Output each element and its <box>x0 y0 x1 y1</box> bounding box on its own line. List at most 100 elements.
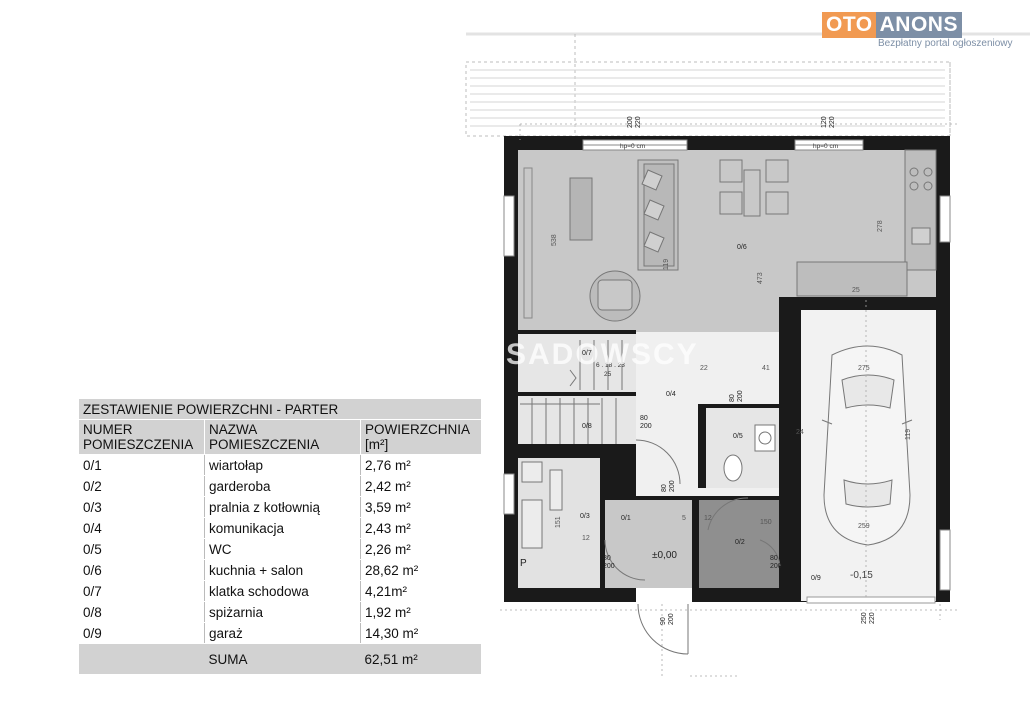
dim-garage-right: 119 <box>905 429 912 440</box>
car <box>821 345 913 546</box>
dim-garage-inner: 259 <box>858 523 870 530</box>
top-windows <box>582 139 864 151</box>
room-label-0-9: 0/9 <box>811 575 821 582</box>
room-0-7-floor <box>518 332 636 392</box>
dim-wardrobe-b: 12 <box>704 515 712 522</box>
staircase <box>520 340 623 444</box>
room-area: 2,42 m² <box>360 475 481 497</box>
stair-sub-label: 25 <box>604 371 612 378</box>
pantry-mark: P <box>520 558 527 569</box>
dim-vestibule: 5 <box>682 515 686 522</box>
room-area: 2,26 m² <box>360 538 481 560</box>
tv-stand <box>569 177 593 241</box>
room-0-1-floor <box>605 500 692 588</box>
room-name: komunikacja <box>204 517 361 539</box>
logo-anons: ANONS <box>875 12 962 38</box>
dim-garage-left: 24 <box>796 429 804 436</box>
dim-sofa: 119 <box>663 259 670 270</box>
dim-window-1: 200220 <box>627 116 642 128</box>
room-number: 0/2 <box>79 475 205 497</box>
dim-kitchen: 278 <box>877 220 884 232</box>
laundry-fixtures <box>521 461 563 549</box>
dim-garage-width: 275 <box>858 365 870 372</box>
dim-laundry-c: 12 <box>582 535 590 542</box>
room-name: kuchnia + salon <box>204 559 361 581</box>
armchair <box>589 270 641 322</box>
room-number: 0/3 <box>79 496 205 518</box>
sum-spacer <box>79 643 205 675</box>
logo-oto: OTO <box>822 12 876 38</box>
room-label-0-3: 0/3 <box>580 513 590 520</box>
dim-garage-door: 250220 <box>861 612 876 624</box>
room-area: 1,92 m² <box>360 601 481 623</box>
room-0-2-floor <box>699 500 779 588</box>
axis-lines <box>500 123 958 677</box>
dim-counter: 25 <box>852 287 860 294</box>
room-number: 0/7 <box>79 580 205 602</box>
dim-wardrobe: 150 <box>760 519 772 526</box>
room-area: 4,21m² <box>360 580 481 602</box>
wc-fixtures <box>723 424 776 482</box>
window-label-1: hp=0 cm <box>620 143 645 150</box>
door-swings <box>604 439 781 655</box>
level-label-entry: ±0,00 <box>652 550 677 561</box>
room-area: 2,43 m² <box>360 517 481 539</box>
dim-dining: 473 <box>757 272 764 284</box>
sum-label: SUMA <box>204 643 361 675</box>
watermark: SADOWSCY <box>506 338 699 371</box>
logo-tagline: Bezpłatny portal ogłoszeniowy <box>878 38 1013 49</box>
room-area: 28,62 m² <box>360 559 481 581</box>
room-label-0-6: 0/6 <box>737 244 747 251</box>
room-area: 2,76 m² <box>360 454 481 476</box>
room-name: wiartołap <box>204 454 361 476</box>
room-label-0-5: 0/5 <box>733 433 743 440</box>
dim-hall-b: 22 <box>700 365 708 372</box>
dim-laundry: 151 <box>555 516 562 528</box>
dim-hall-a: 41 <box>762 365 770 372</box>
room-name: WC <box>204 538 361 560</box>
sum-value: 62,51 m² <box>360 643 481 675</box>
room-number: 0/9 <box>79 622 205 644</box>
room-name: spiżarnia <box>204 601 361 623</box>
room-label-0-2: 0/2 <box>735 539 745 546</box>
dining-table <box>719 159 789 217</box>
dim-window-2: 120220 <box>821 116 836 128</box>
room-label-0-7: 0/7 <box>582 350 592 357</box>
dim-living-height: 538 <box>551 234 558 246</box>
window-label-2: hp=0 cm <box>813 143 838 150</box>
table-title: ZESTAWIENIE POWIERZCHNI - PARTER <box>79 399 481 420</box>
garage-door <box>806 596 936 604</box>
room-label-0-8: 0/8 <box>582 423 592 430</box>
room-area: 3,59 m² <box>360 496 481 518</box>
level-label-garage: -0,15 <box>850 570 873 581</box>
room-label-0-1: 0/1 <box>621 515 631 522</box>
terrace-outline <box>465 32 1030 137</box>
room-label-0-4: 0/4 <box>666 391 676 398</box>
door-label-wc: 80200 <box>729 390 744 402</box>
otoanons-logo: OTO ANONS <box>822 12 962 38</box>
door-label-entry: 90200 <box>660 613 675 625</box>
room-name: garderoba <box>204 475 361 497</box>
room-number: 0/5 <box>79 538 205 560</box>
kitchen-counter <box>796 149 937 297</box>
door-label-vestibule: 80200 <box>661 480 676 492</box>
terrace-hatch <box>470 69 945 127</box>
room-number: 0/6 <box>79 559 205 581</box>
col-header-area: POWIERZCHNIA[m²] <box>360 419 481 455</box>
room-name: klatka schodowa <box>204 580 361 602</box>
room-number: 0/4 <box>79 517 205 539</box>
